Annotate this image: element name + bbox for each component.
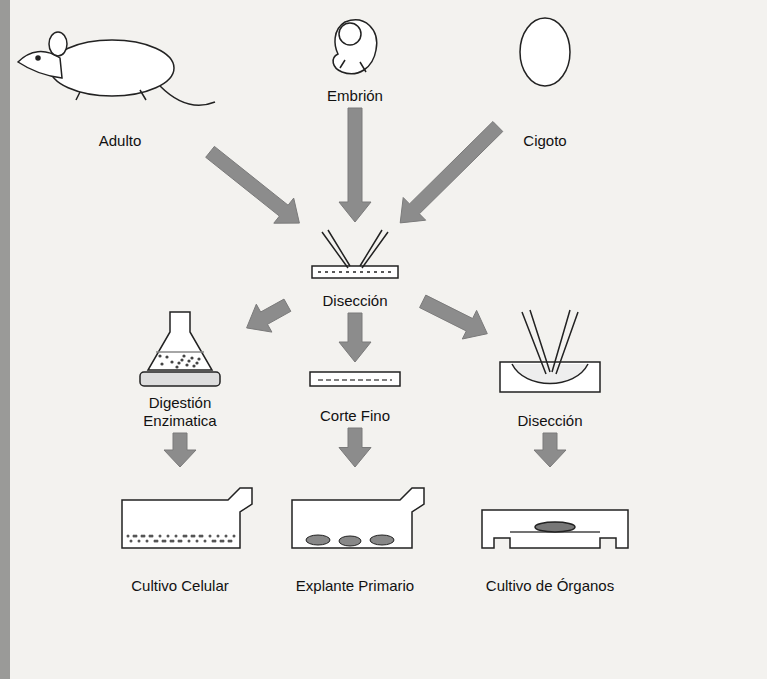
flow-arrow bbox=[339, 108, 371, 222]
cell-dot bbox=[187, 359, 190, 362]
cell-dot bbox=[185, 363, 188, 366]
source-organism: Embrión bbox=[300, 10, 410, 105]
node-label: Cigoto bbox=[521, 132, 568, 150]
cell-dot bbox=[204, 540, 207, 543]
scan-edge bbox=[0, 0, 10, 679]
cell-dot bbox=[196, 540, 199, 543]
cell-dot bbox=[170, 360, 173, 363]
flow-arrow bbox=[339, 428, 371, 467]
culture-result: Cultivo Celular bbox=[110, 470, 250, 595]
cell-dot bbox=[209, 535, 212, 538]
cell-dot bbox=[183, 535, 186, 538]
flow-arrow bbox=[164, 433, 196, 467]
mouse-drawing bbox=[18, 32, 215, 105]
flow-arrow bbox=[534, 433, 566, 467]
node-label: Disección bbox=[320, 292, 389, 310]
cell-dots bbox=[158, 354, 200, 368]
cell-dot bbox=[149, 535, 152, 538]
cell-dot bbox=[233, 535, 236, 538]
node-label: Disección bbox=[515, 412, 584, 430]
node-label: Explante Primario bbox=[294, 577, 416, 595]
cell-dot bbox=[162, 540, 165, 543]
culture-result: Cultivo de Órganos bbox=[470, 470, 630, 595]
flow-arrow bbox=[206, 146, 300, 223]
cell-dot bbox=[175, 365, 178, 368]
cell-dot bbox=[217, 535, 220, 538]
flow-arrow bbox=[400, 122, 503, 223]
cell-dot bbox=[190, 356, 193, 359]
cell-dot bbox=[133, 535, 136, 538]
cell-dots bbox=[127, 535, 236, 543]
cell-dot bbox=[141, 535, 144, 538]
cell-dot bbox=[225, 535, 228, 538]
cell-dot bbox=[167, 535, 170, 538]
cell-dot bbox=[199, 535, 202, 538]
cell-dot bbox=[177, 361, 180, 364]
cell-dot bbox=[130, 540, 133, 543]
flow-arrow bbox=[339, 313, 371, 362]
cell-dot bbox=[158, 354, 161, 357]
culture-result: Explante Primario bbox=[280, 470, 430, 595]
cell-dot bbox=[170, 540, 173, 543]
cell-dot bbox=[228, 540, 231, 543]
cell-dot bbox=[154, 540, 157, 543]
cell-dot bbox=[191, 535, 194, 538]
watch-glass bbox=[500, 310, 600, 392]
node-label: Cultivo Celular bbox=[129, 577, 231, 595]
organ-culture-dish bbox=[482, 510, 628, 548]
cell-dot bbox=[212, 540, 215, 543]
explant-pieces bbox=[306, 535, 394, 546]
embryo-drawing bbox=[333, 20, 377, 74]
cell-dot bbox=[175, 535, 178, 538]
node-label: Digestión Enzimatica bbox=[118, 394, 242, 430]
cell-dot bbox=[178, 540, 181, 543]
process-step: Corte Fino bbox=[300, 365, 410, 425]
node-label: Cultivo de Órganos bbox=[484, 577, 616, 595]
flow-arrow bbox=[420, 295, 488, 339]
zygote-drawing bbox=[520, 18, 570, 86]
stirring-flask bbox=[140, 312, 220, 386]
cell-dot bbox=[180, 358, 183, 361]
culture-flask bbox=[122, 488, 424, 548]
node-label: Corte Fino bbox=[318, 407, 392, 425]
cell-dot bbox=[159, 535, 162, 538]
process-step: Digestión Enzimatica bbox=[116, 300, 244, 430]
process-step: Disección bbox=[490, 300, 610, 430]
cell-dot bbox=[182, 354, 185, 357]
cell-dot bbox=[197, 357, 200, 360]
cell-dot bbox=[195, 361, 198, 364]
cell-dot bbox=[165, 355, 168, 358]
source-organism: Cigoto bbox=[500, 10, 590, 150]
cell-dot bbox=[220, 540, 223, 543]
cell-dot bbox=[127, 535, 130, 538]
source-organism: Adulto bbox=[15, 10, 225, 150]
node-label: Embrión bbox=[325, 87, 385, 105]
flow-arrow bbox=[247, 299, 291, 332]
cell-dot bbox=[192, 364, 195, 367]
cell-dot bbox=[160, 362, 163, 365]
cell-dot bbox=[188, 540, 191, 543]
dissection-dish bbox=[312, 230, 398, 278]
slice-dish bbox=[310, 372, 400, 386]
cell-dot bbox=[138, 540, 141, 543]
node-label: Adulto bbox=[97, 132, 144, 150]
dissection-step: Disección bbox=[290, 225, 420, 310]
cell-dot bbox=[146, 540, 149, 543]
